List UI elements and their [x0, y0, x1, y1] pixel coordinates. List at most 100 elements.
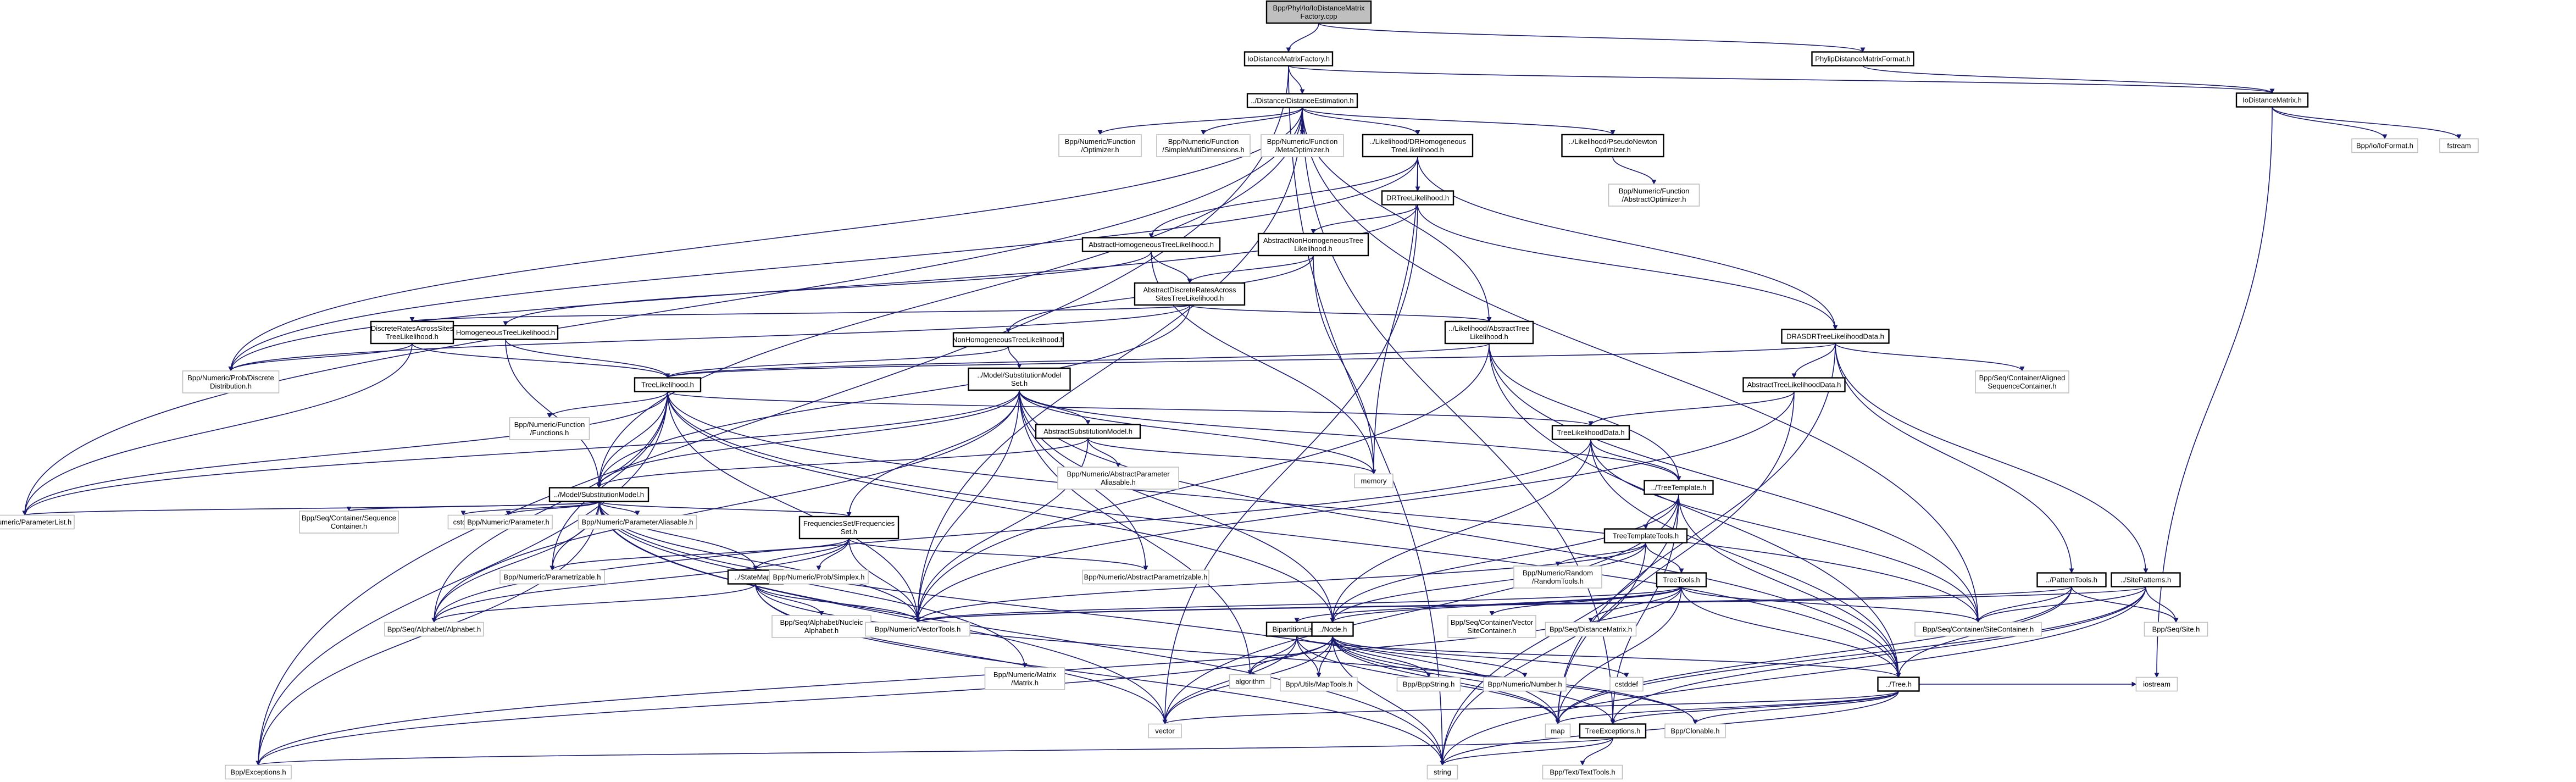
- node-box: [1058, 134, 1142, 157]
- node-iodistancematrixfactory-h[interactable]: IoDistanceMatrixFactory.h: [1243, 51, 1334, 66]
- edge-abstld-to-tld: [1588, 391, 1795, 426]
- edge-diste-to-sitecont: [1302, 107, 1981, 623]
- node-box: [1914, 622, 2042, 637]
- edge-absmodel-to-memory: [1087, 438, 1376, 475]
- node-box: [1742, 377, 1846, 392]
- node-node-h[interactable]: ../Node.h: [1311, 622, 1354, 637]
- node-label: algorithm: [1235, 678, 1264, 686]
- node-box: [1664, 723, 1726, 739]
- node-treetools-h[interactable]: TreeTools.h: [1656, 572, 1707, 587]
- node-treetemplate-h[interactable]: ../TreeTemplate.h: [1644, 480, 1714, 495]
- node-abstracthomogeneoustreelikelihood-h[interactable]: AbstractHomogeneousTreeLikelihood.h: [1081, 237, 1221, 252]
- edge-sitepatterns-to-treeexc: [1610, 586, 2146, 725]
- node-label: AbstractTreeLikelihoodData.h: [1747, 381, 1841, 389]
- edge-bipart-to-algorithm: [1247, 636, 1297, 675]
- node-phylipdistancematrixformat-h[interactable]: PhylipDistanceMatrixFormat.h: [1811, 51, 1914, 66]
- node-abstractdiscreteratesacrosssitestreelikelihood-h[interactable]: AbstractDiscreteRatesAcrossSitesTreeLike…: [1134, 282, 1246, 306]
- node-likelihood-abstracttreelikelihood-h[interactable]: ../Likelihood/AbstractTreeLikelihood.h: [1444, 320, 1534, 345]
- node-box: [798, 515, 900, 540]
- node-bpp-phyl-io-iodistancematrixfactory-cpp[interactable]: Bpp/Phyl/Io/IoDistanceMatrixFactory.cpp: [1265, 0, 1372, 24]
- node-label: SitesTreeLikelihood.h: [1156, 294, 1224, 302]
- edge-treetpltools-to-string: [1440, 542, 1646, 766]
- node-label: Bpp/Numeric/Function: [1065, 137, 1136, 146]
- edge-treelik-to-tree: [667, 391, 1901, 678]
- node-treelikelihood-h[interactable]: TreeLikelihood.h: [634, 377, 702, 392]
- node-label: /Optimizer.h: [1081, 146, 1119, 154]
- node-box: [1246, 93, 1358, 108]
- edge-node-to-cstddef: [1332, 636, 1629, 678]
- node-label: /AbstractOptimizer.h: [1622, 195, 1686, 203]
- node-abstracttreelikelihooddata-h[interactable]: AbstractTreeLikelihoodData.h: [1742, 377, 1846, 392]
- node-label: Bpp/Numeric/ParameterList.h: [0, 518, 71, 526]
- node-box: [1781, 329, 1890, 344]
- edge-treelik-to-smodel: [596, 391, 668, 489]
- edge-patterntools-to-sitecont: [1975, 586, 2072, 623]
- edge-tld-to-treetpl: [1590, 439, 1681, 481]
- node-label: AbstractDiscreteRatesAcross: [1143, 286, 1236, 294]
- node-drasdrtreelikelihooddata-h[interactable]: DRASDRTreeLikelihoodData.h: [1781, 329, 1890, 344]
- edge-smset-to-memory: [1019, 390, 1376, 475]
- node-bpp-numeric-function-abstractoptimizer-h: Bpp/Numeric/Function/AbstractOptimizer.h: [1608, 184, 1700, 207]
- node-box: [769, 569, 869, 585]
- node-box: [548, 487, 649, 502]
- edge-treetools-to-vectortools: [915, 586, 1682, 623]
- edge-abstl-to-sitecont: [1489, 343, 1981, 623]
- node-box: [1280, 676, 1358, 692]
- node-bpp-bppstring-h: Bpp/BppString.h: [1396, 676, 1461, 692]
- edge-statemap-to-nucleic: [755, 584, 824, 616]
- node-iodistancematrix-h[interactable]: IoDistanceMatrix.h: [2235, 92, 2309, 108]
- node-box: [1243, 51, 1334, 66]
- node-treelikelihooddata-h[interactable]: TreeLikelihoodData.h: [1551, 425, 1630, 440]
- node-bpp-numeric-parametrizable-h: Bpp/Numeric/Parametrizable.h: [499, 569, 605, 585]
- edge-abstl-to-tree: [1489, 343, 1901, 678]
- node-label: ../Likelihood/AbstractTree: [1449, 324, 1530, 332]
- node-sitepatterns-h[interactable]: ../SitePatterns.h: [2111, 572, 2181, 587]
- node-distance-distanceestimation-h[interactable]: ../Distance/DistanceEstimation.h: [1246, 93, 1358, 108]
- node-frequenciesset-frequenciesset-h[interactable]: FrequenciesSet/FrequenciesSet.h: [798, 515, 900, 540]
- node-box: [1609, 676, 1644, 692]
- edge-tld-to-tree: [1590, 439, 1901, 678]
- node-label: Container.h: [331, 522, 368, 530]
- node-treeexceptions-h[interactable]: TreeExceptions.h: [1579, 723, 1647, 739]
- node-label: Bpp/Numeric/Prob/Simplex.h: [773, 573, 865, 581]
- node-label: HomogeneousTreeLikelihood.h: [456, 329, 555, 337]
- edge-smset-to-paramlist: [22, 390, 1020, 516]
- nodes-layer: Bpp/Phyl/Io/IoDistanceMatrixFactory.cppI…: [0, 0, 2479, 780]
- node-box: [2351, 138, 2418, 153]
- node-algorithm: algorithm: [1229, 674, 1272, 689]
- node-model-substitutionmodel-h[interactable]: ../Model/SubstitutionModel.h: [548, 487, 649, 502]
- node-label: TreeTemplateTools.h: [1613, 532, 1679, 540]
- edge-node-to-string: [1332, 636, 1445, 766]
- edge-iodmf-to-bppexc: [256, 65, 1289, 766]
- edge-treeexc-to-string: [1440, 737, 1613, 766]
- edge-adras-to-smodel: [596, 304, 1190, 489]
- node-box: [1542, 764, 1623, 780]
- node-box: [499, 569, 605, 585]
- edge-tld-to-node: [1330, 439, 1591, 623]
- node-tree-h[interactable]: ../Tree.h: [1877, 676, 1920, 692]
- node-homogeneoustreelikelihood-h[interactable]: HomogeneousTreeLikelihood.h: [452, 325, 559, 340]
- node-treetemplatetools-h[interactable]: TreeTemplateTools.h: [1603, 528, 1688, 543]
- node-likelihood-drhomogeneoustreelikelihood-h[interactable]: ../Likelihood/DRHomogeneousTreeLikelihoo…: [1362, 134, 1474, 158]
- edge-drhom-to-discdist: [228, 156, 1418, 371]
- node-patterntools-h[interactable]: ../PatternTools.h: [2036, 572, 2107, 587]
- node-bpp-numeric-parameterlist-h: Bpp/Numeric/ParameterList.h: [0, 514, 75, 530]
- node-bpp-seq-container-sitecontainer-h: Bpp/Seq/Container/SiteContainer.h: [1914, 622, 2042, 637]
- node-label: string: [1434, 768, 1451, 777]
- edge-diste-to-drhom: [1302, 107, 1420, 135]
- node-box: [509, 417, 590, 440]
- node-bpp-clonable-h: Bpp/Clonable.h: [1664, 723, 1726, 739]
- node-label: cstddef: [1615, 680, 1638, 689]
- node-drtreelikelihood-h[interactable]: DRTreeLikelihood.h: [1381, 190, 1454, 206]
- edge-smodel-to-cstdlib: [460, 501, 599, 516]
- node-nonhomogeneoustreelikelihood-h[interactable]: NonHomogeneousTreeLikelihood.h: [952, 332, 1064, 347]
- edge-freqset-to-vectortools: [848, 538, 920, 623]
- node-box: [2235, 92, 2309, 108]
- node-abstractsubstitutionmodel-h[interactable]: AbstractSubstitutionModel.h: [1035, 424, 1141, 439]
